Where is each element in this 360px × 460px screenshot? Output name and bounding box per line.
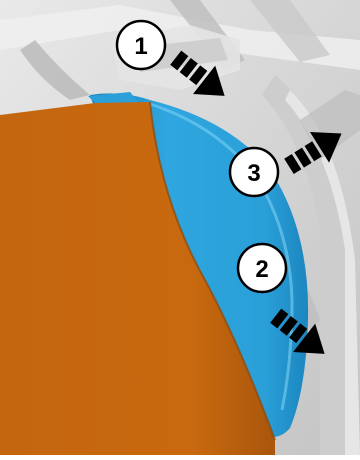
callout-badge-2: 2 bbox=[238, 244, 286, 292]
callout-number-2: 2 bbox=[255, 256, 268, 283]
callout-badge-3: 3 bbox=[230, 148, 278, 196]
callout-number-1: 1 bbox=[134, 33, 147, 60]
callout-badge-1: 1 bbox=[117, 21, 165, 69]
callout-number-3: 3 bbox=[247, 160, 260, 187]
